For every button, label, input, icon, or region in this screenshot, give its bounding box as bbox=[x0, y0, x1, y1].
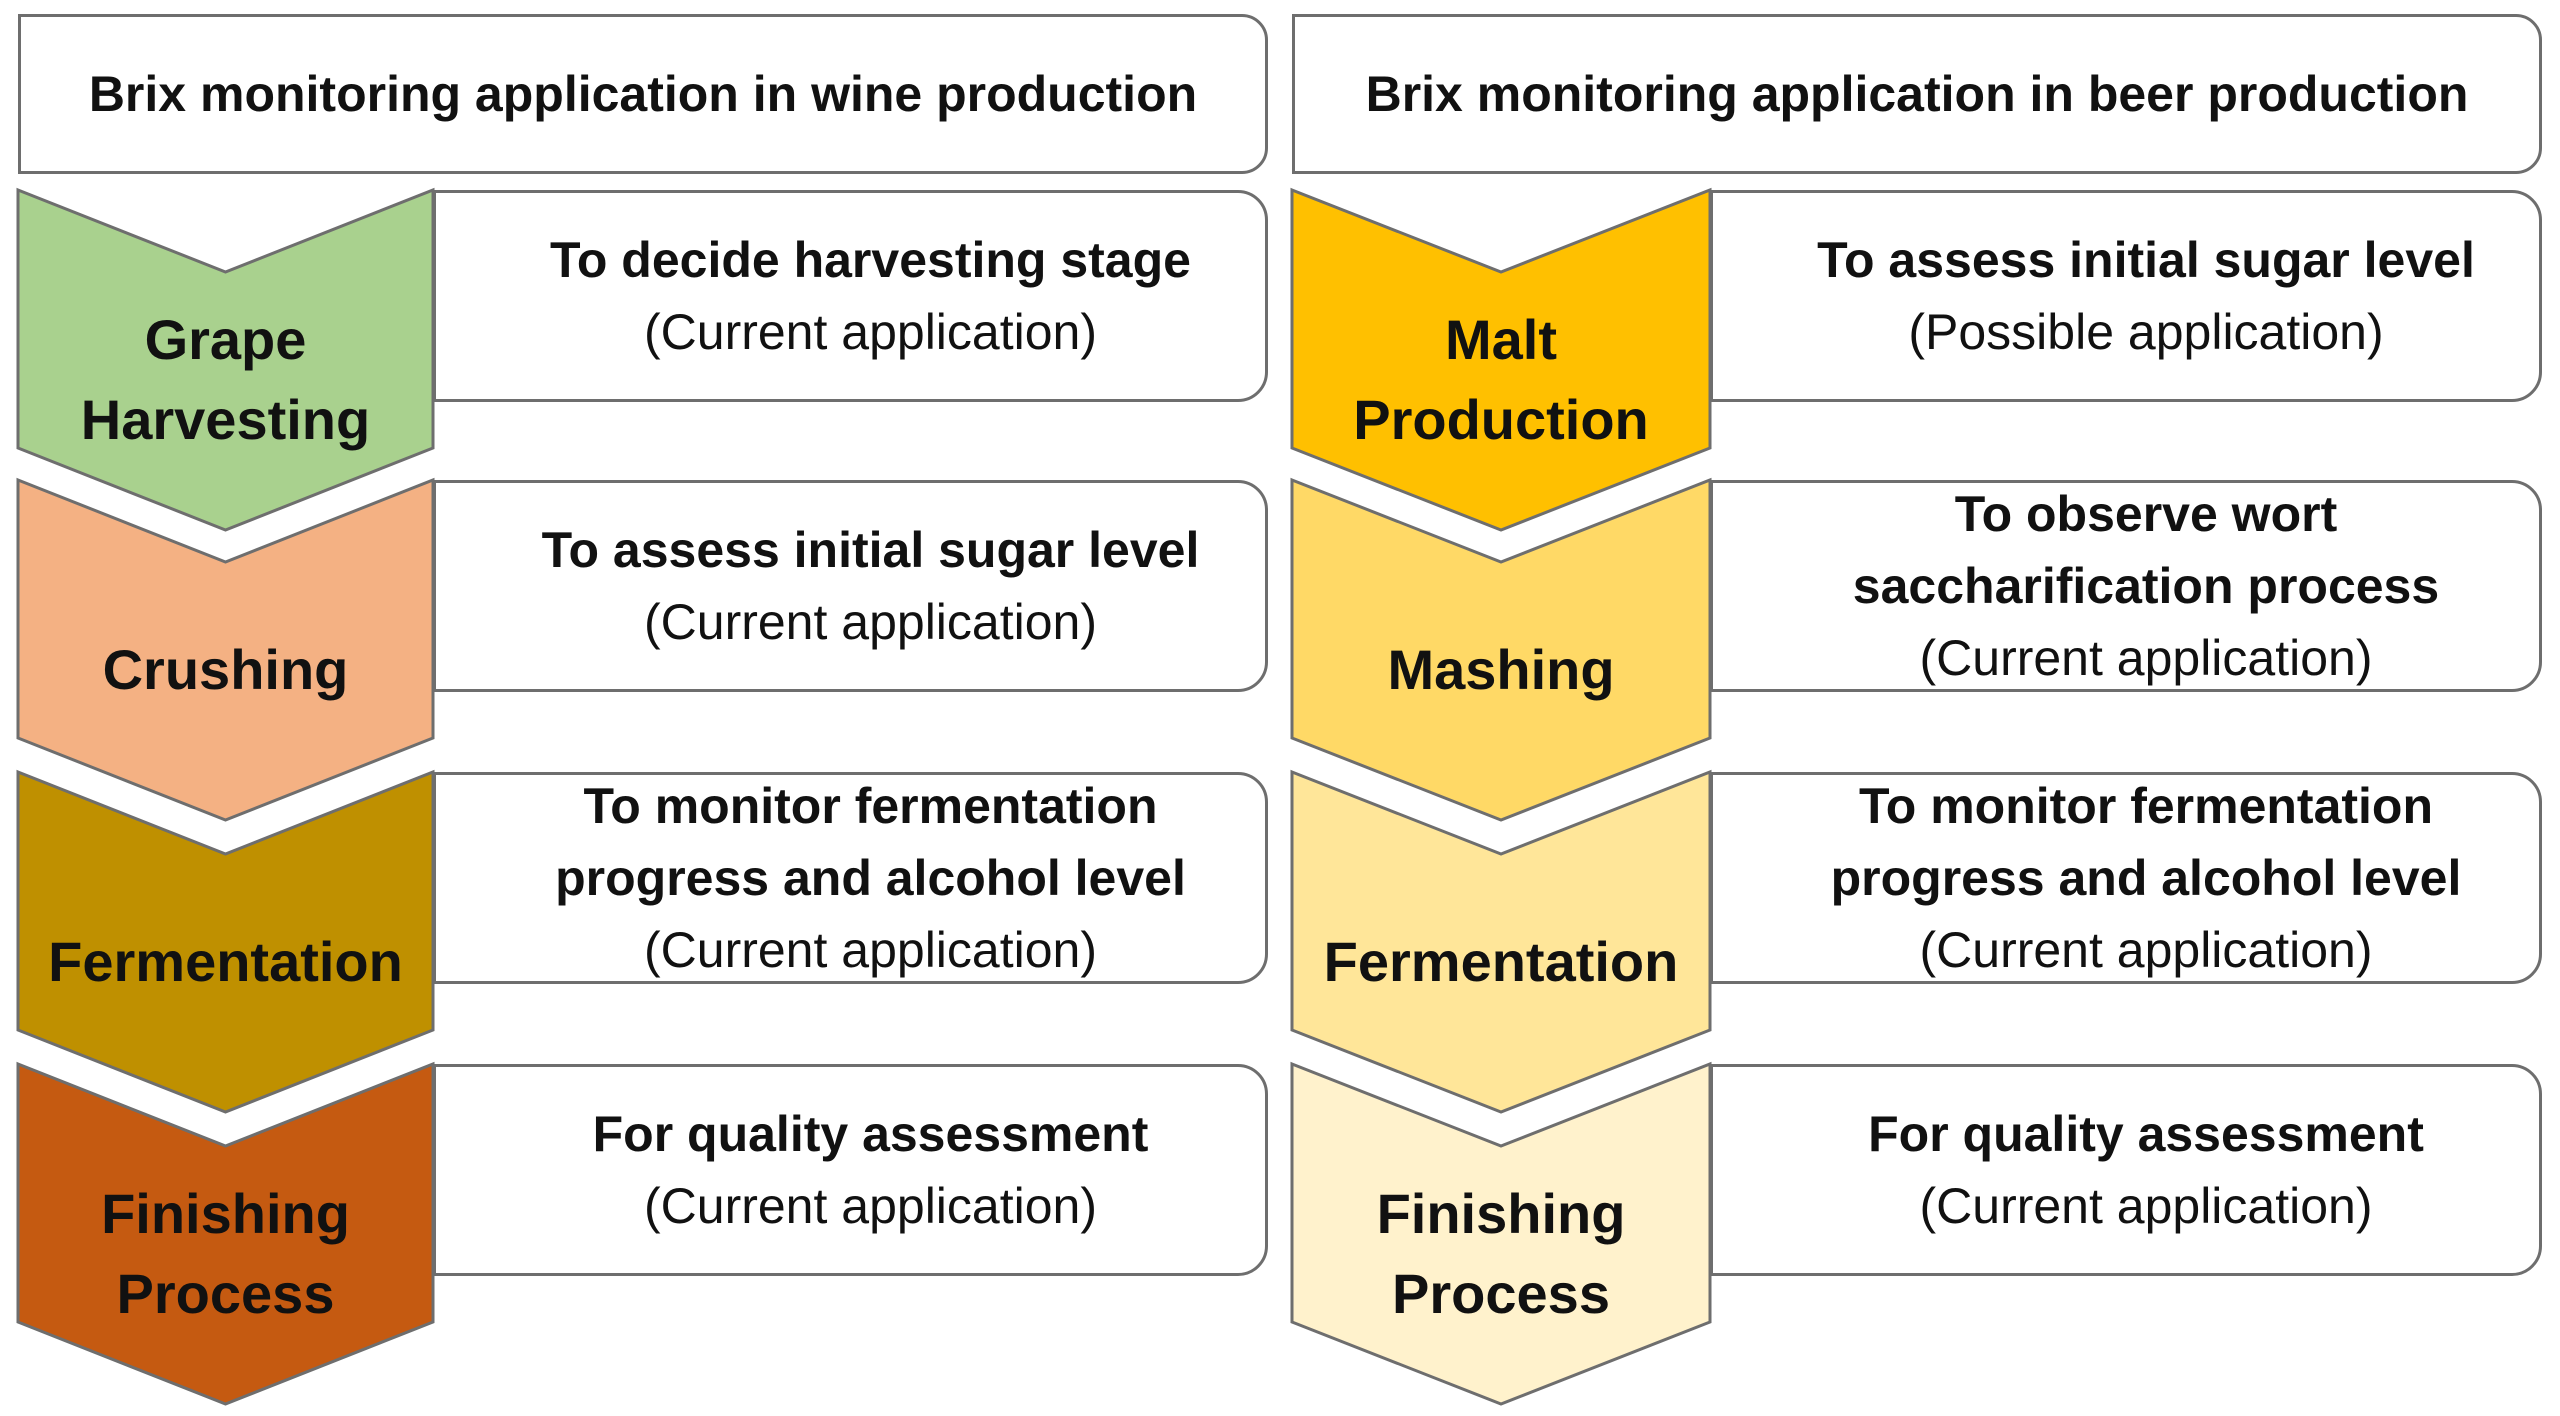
wine-stage-chevron bbox=[16, 477, 435, 822]
beer-stage-label: Fermentation bbox=[1323, 930, 1679, 993]
beer-header: Brix monitoring application in beer prod… bbox=[1292, 14, 2542, 174]
application-status: (Current application) bbox=[1919, 922, 2373, 978]
beer-stage-chevron bbox=[1290, 769, 1712, 1114]
step-description: To decide harvesting stage bbox=[550, 232, 1191, 288]
wine-stage-chevron bbox=[16, 769, 435, 1114]
application-status: (Current application) bbox=[1919, 1178, 2373, 1234]
beer-stage-label: Malt Production bbox=[1353, 308, 1649, 451]
application-status: (Current application) bbox=[644, 304, 1097, 360]
application-status: (Current application) bbox=[644, 922, 1097, 978]
step-description: To monitor fermentation progress and alc… bbox=[555, 778, 1186, 906]
wine-stage-chevron bbox=[16, 1061, 435, 1406]
wine-description-box: To assess initial sugar level (Current ap… bbox=[433, 480, 1268, 692]
beer-stage-label: Mashing bbox=[1387, 638, 1615, 701]
wine-header: Brix monitoring application in wine prod… bbox=[18, 14, 1268, 174]
wine-description-box: For quality assessment (Current applicati… bbox=[433, 1064, 1268, 1276]
beer-description-box: For quality assessment (Current applicati… bbox=[1710, 1064, 2542, 1276]
beer-description-box: To observe wort saccharification process… bbox=[1710, 480, 2542, 692]
wine-description-box: To monitor fermentation progress and alc… bbox=[433, 772, 1268, 984]
application-status: (Current application) bbox=[644, 594, 1097, 650]
beer-stage-chevron bbox=[1290, 187, 1712, 532]
application-status: (Current application) bbox=[1919, 630, 2373, 686]
wine-stage-label: Crushing bbox=[102, 638, 349, 701]
step-description: To monitor fermentation progress and alc… bbox=[1830, 778, 2462, 906]
step-description: For quality assessment bbox=[1868, 1106, 2424, 1162]
step-description: For quality assessment bbox=[592, 1106, 1149, 1162]
wine-stage-chevron bbox=[16, 187, 435, 532]
step-description: To assess initial sugar level bbox=[1817, 232, 2475, 288]
beer-description-box: To monitor fermentation progress and alc… bbox=[1710, 772, 2542, 984]
application-status: (Current application) bbox=[644, 1178, 1097, 1234]
beer-stage-chevron bbox=[1290, 1061, 1712, 1406]
step-description: To observe wort saccharification process bbox=[1852, 486, 2440, 614]
wine-stage-label: Fermentation bbox=[48, 930, 403, 993]
beer-stage-label: Finishing Process bbox=[1376, 1182, 1626, 1325]
step-description: To assess initial sugar level bbox=[541, 522, 1200, 578]
wine-stage-label: Finishing Process bbox=[101, 1182, 350, 1325]
beer-description-box: To assess initial sugar level (Possible a… bbox=[1710, 190, 2542, 402]
beer-stage-chevron bbox=[1290, 477, 1712, 822]
wine-stage-label: Grape Harvesting bbox=[80, 308, 371, 451]
application-status: (Possible application) bbox=[1908, 304, 2384, 360]
wine-description-box: To decide harvesting stage (Current appli… bbox=[433, 190, 1268, 402]
